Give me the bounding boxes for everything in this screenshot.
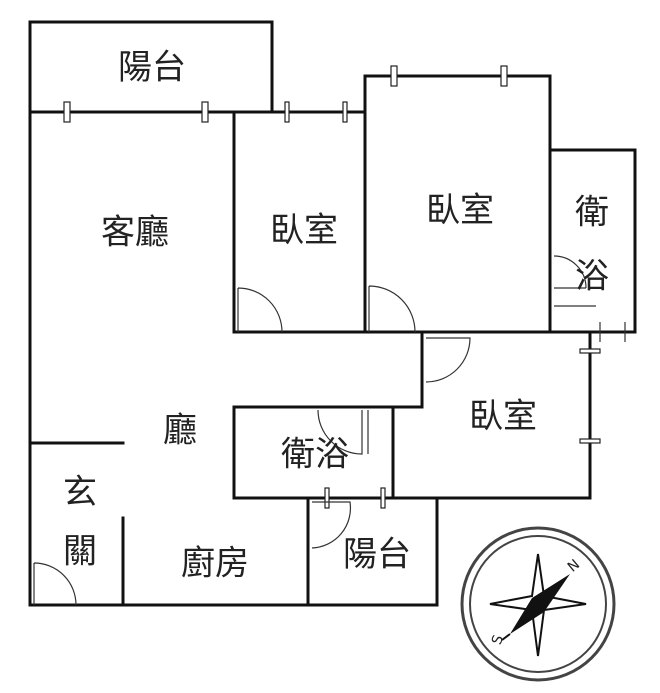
compass-icon: N S — [460, 526, 616, 682]
label-living-room: 客廳 — [101, 213, 169, 253]
label-bedroom-2: 臥室 — [426, 191, 494, 231]
walls — [28, 20, 637, 607]
room-labels: 陽台 客廳 臥室 臥室 衛 浴 臥室 廳 衛浴 玄 關 廚房 陽台 — [63, 48, 609, 584]
windows — [63, 65, 601, 509]
compass-north: N — [565, 557, 583, 576]
compass-south: S — [489, 633, 507, 647]
label-balcony-top: 陽台 — [118, 48, 186, 88]
label-kitchen: 廚房 — [181, 544, 249, 584]
label-entrance-b: 關 — [63, 532, 97, 572]
label-balcony-bottom: 陽台 — [343, 535, 411, 575]
label-bedroom-3: 臥室 — [469, 397, 537, 437]
doors — [33, 255, 626, 606]
label-bathroom-2: 衛浴 — [281, 435, 349, 475]
label-bathroom-1-a: 衛 — [575, 193, 609, 233]
label-entrance-a: 玄 — [63, 473, 97, 513]
label-bathroom-1-b: 浴 — [575, 257, 609, 297]
label-bedroom-1: 臥室 — [270, 211, 338, 251]
label-hall: 廳 — [163, 411, 197, 451]
